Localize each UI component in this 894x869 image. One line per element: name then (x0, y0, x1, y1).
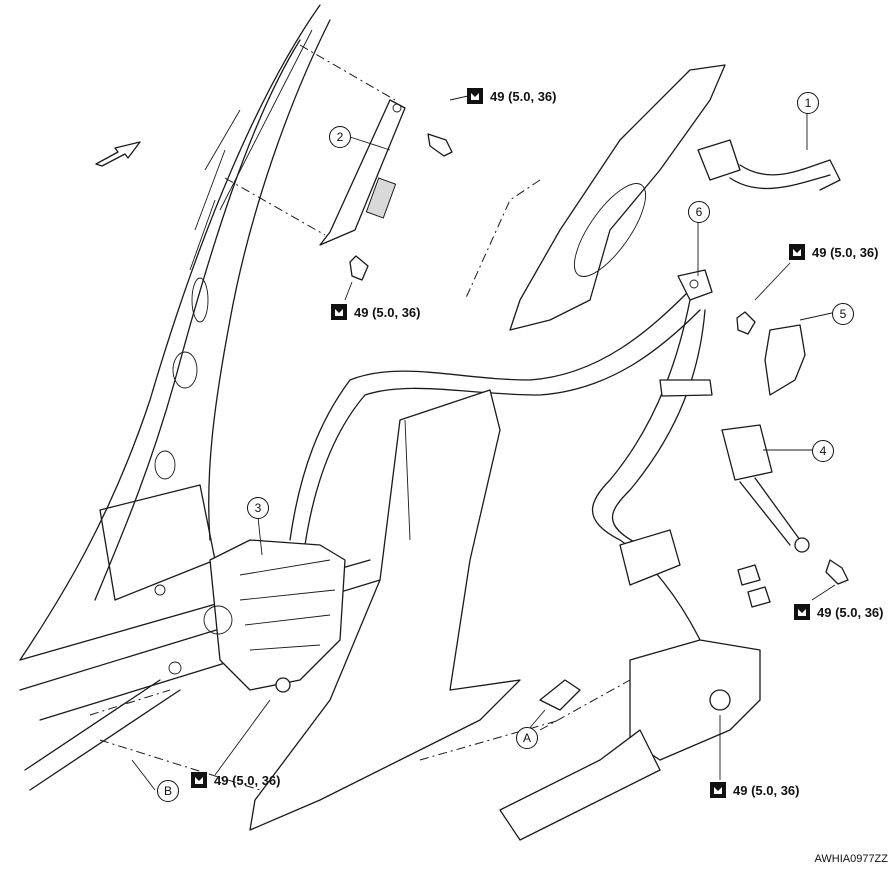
torque-label-lower-bracket: 49 (5.0, 36) (330, 303, 421, 321)
torque-label-lower-anchor: 49 (5.0, 36) (709, 781, 800, 799)
callout-b: B (157, 780, 179, 802)
torque-wrench-icon (789, 244, 805, 260)
torque-wrench-icon (191, 772, 207, 788)
upper-pillar-trim (464, 64, 726, 331)
seat-belt-tongue-part-1 (697, 139, 841, 191)
seat-belt-webbing (289, 289, 713, 641)
torque-value: 49 (5.0, 36) (733, 782, 800, 798)
callout-3: 3 (247, 497, 269, 519)
torque-wrench-icon (331, 304, 347, 320)
callout-5: 5 (832, 303, 854, 325)
seat-belt-buckle-part-4 (721, 424, 849, 608)
lower-anchor-buckle-assembly (419, 639, 761, 841)
callout-1: 1 (797, 92, 819, 114)
body-pillar (19, 4, 381, 791)
torque-value: 49 (5.0, 36) (214, 772, 281, 788)
callout-leaders (131, 95, 836, 791)
torque-label-shoulder-anchor: 49 (5.0, 36) (788, 243, 879, 261)
torque-label-buckle: 49 (5.0, 36) (793, 603, 884, 621)
callout-6: 6 (688, 201, 710, 223)
shoulder-anchor-part-6 (677, 269, 713, 301)
cover-part-5 (736, 311, 806, 396)
figure-id: AWHIA0977ZZ (814, 853, 888, 865)
torque-wrench-icon (467, 88, 483, 104)
torque-value: 49 (5.0, 36) (490, 88, 557, 104)
callout-a: A (516, 727, 538, 749)
torque-label-upper-bracket: 49 (5.0, 36) (466, 87, 557, 105)
d-ring-bracket-part-2 (224, 44, 453, 281)
torque-wrench-icon (794, 604, 810, 620)
torque-wrench-icon (710, 782, 726, 798)
torque-label-retractor: 49 (5.0, 36) (190, 771, 281, 789)
front-direction-arrow-icon (95, 141, 141, 167)
callout-2: 2 (329, 126, 351, 148)
torque-value: 49 (5.0, 36) (817, 604, 884, 620)
callout-4: 4 (812, 440, 834, 462)
retractor-part-3 (89, 539, 346, 791)
torque-value: 49 (5.0, 36) (354, 304, 421, 320)
torque-value: 49 (5.0, 36) (812, 244, 879, 260)
lower-pillar-trim (249, 389, 521, 831)
